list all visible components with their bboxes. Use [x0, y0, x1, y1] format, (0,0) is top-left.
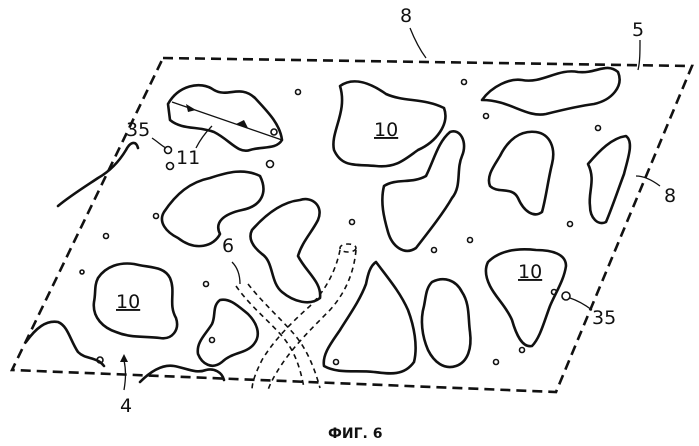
- hole: [494, 360, 499, 365]
- label-11: 11: [176, 147, 200, 169]
- hole: [267, 161, 274, 168]
- hole: [334, 360, 339, 365]
- channel-opening: [340, 244, 356, 252]
- label-5: 5: [632, 19, 644, 41]
- leader-line-8-right: [636, 176, 660, 186]
- label-35-right: 35: [592, 307, 616, 329]
- channel-tube-a: [236, 286, 304, 388]
- region-far-right: [588, 136, 630, 223]
- label-region-right: 10: [518, 261, 542, 283]
- region-top-right: [482, 68, 620, 115]
- region-bottom-mid: [198, 300, 258, 366]
- hole-35-right: [562, 292, 570, 300]
- leader-line-5: [638, 40, 640, 70]
- region-arrow-shape: [168, 85, 282, 151]
- hole: [296, 90, 301, 95]
- hole: [154, 214, 159, 219]
- label-region-top: 10: [374, 119, 398, 141]
- region-bottom-center: [324, 262, 416, 373]
- leader-line-6: [232, 262, 240, 284]
- figure-caption: ФИГ. 6: [328, 426, 382, 442]
- edge-left-upper: [58, 143, 138, 206]
- label-8-top: 8: [400, 5, 412, 27]
- label-6: 6: [222, 235, 234, 257]
- hole: [80, 270, 84, 274]
- hole: [210, 338, 215, 343]
- hole: [167, 163, 174, 170]
- leader-line-35-left: [152, 138, 166, 148]
- region-right-center: [489, 132, 553, 215]
- hole: [552, 290, 557, 295]
- edge-bottom-center: [140, 366, 224, 382]
- hole: [350, 220, 355, 225]
- label-4: 4: [120, 395, 132, 417]
- channel-tube-c: [252, 250, 340, 390]
- arrowhead-4: [120, 354, 128, 362]
- hole: [432, 248, 437, 253]
- hole: [104, 234, 109, 239]
- label-8-right: 8: [664, 185, 676, 207]
- label-region-left: 10: [116, 291, 140, 313]
- leader-line-35-right: [570, 298, 592, 310]
- hole: [468, 238, 473, 243]
- label-35-left: 35: [126, 119, 150, 141]
- hole: [204, 282, 209, 287]
- hole: [462, 80, 467, 85]
- region-bottom-right-small: [422, 279, 471, 367]
- region-center: [382, 131, 464, 251]
- region-center-left: [162, 172, 263, 247]
- arrowhead-left: [186, 104, 196, 112]
- hole: [596, 126, 601, 131]
- region-hook: [250, 199, 320, 302]
- hole: [520, 348, 525, 353]
- hole: [568, 222, 573, 227]
- hole: [484, 114, 489, 119]
- edge-bottom-left: [26, 322, 104, 366]
- leader-line-8-top: [410, 28, 426, 58]
- hole: [271, 129, 277, 135]
